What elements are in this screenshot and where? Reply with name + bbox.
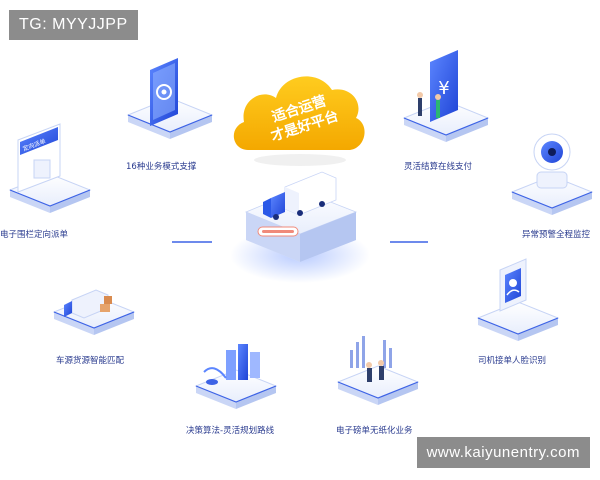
node-route-planning	[194, 344, 278, 409]
watermark-tg: TG: MYYJJPP	[9, 10, 138, 40]
slogan-cloud	[233, 76, 365, 166]
node-business-modes	[126, 58, 214, 139]
center-truck-platform	[230, 171, 370, 283]
tablet-dispatch-icon	[17, 123, 61, 193]
handshake-chart-icon	[350, 336, 392, 382]
node-monitoring	[510, 133, 594, 215]
node-paperless	[336, 336, 420, 405]
watermark-site: www.kaiyunentry.com	[416, 437, 590, 468]
svg-text:¥: ¥	[438, 78, 449, 99]
truck-cargo-icon	[64, 289, 112, 319]
camera-monitor-icon	[533, 133, 571, 189]
label-business-modes: 16种业务模式支撑	[126, 162, 197, 172]
node-payment: ¥	[402, 50, 490, 142]
label-paperless: 电子磅单无纸化业务	[336, 426, 413, 436]
phone-settings-icon	[150, 58, 178, 126]
truck-icon	[263, 171, 337, 220]
node-geofence	[8, 123, 92, 213]
label-route-planning: 决策算法-灵活规划路线	[186, 426, 275, 436]
node-matching	[52, 289, 136, 335]
label-monitoring: 异常预警全程监控	[522, 230, 591, 240]
label-matching: 车源货源智能匹配	[56, 356, 125, 366]
phone-yen-payment-icon: ¥	[417, 50, 458, 122]
node-face-id	[476, 258, 560, 341]
label-face-id: 司机接单人脸识别	[478, 356, 547, 366]
label-geofence: 电子围栏定向派单	[0, 230, 69, 240]
face-id-icon	[499, 258, 527, 312]
label-payment: 灵活结算在线支付	[404, 162, 473, 172]
buildings-route-icon	[203, 344, 260, 385]
